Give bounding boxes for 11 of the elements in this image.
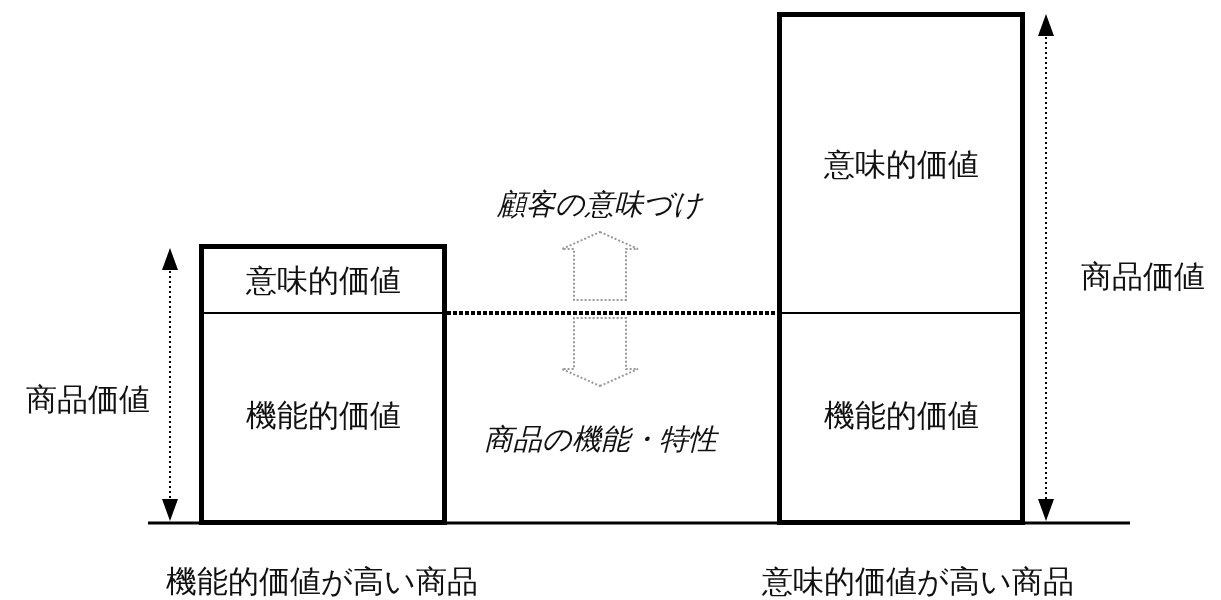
value-cell: 機能的価値 <box>199 312 447 525</box>
dimension-label: 商品価値 <box>26 380 150 419</box>
caption: 機能的価値が高い商品 <box>166 562 478 600</box>
caption: 意味的価値が高い商品 <box>762 562 1074 600</box>
caption: 商品の機能・特性 <box>483 421 717 458</box>
value-cell: 機能的価値 <box>777 312 1025 525</box>
caption: 顧客の意味づけ <box>497 186 703 223</box>
value-cell: 意味的価値 <box>777 12 1025 314</box>
value-cell: 意味的価値 <box>199 244 447 314</box>
dimension-label: 商品価値 <box>1081 257 1205 296</box>
dotted-line <box>447 311 777 315</box>
